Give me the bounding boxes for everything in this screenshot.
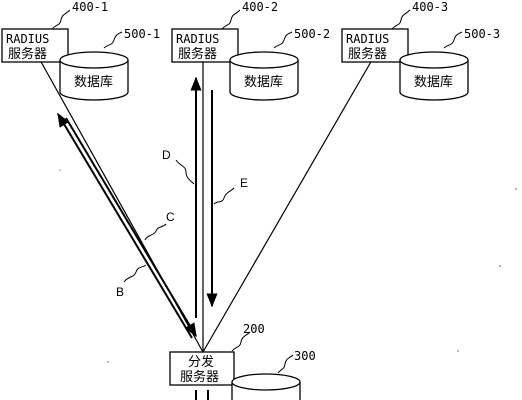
server-subtitle-400-1: 服务器 — [8, 46, 47, 62]
arrow-label-c: C — [166, 210, 175, 224]
dispatcher-title: 分发 — [188, 354, 214, 370]
server-title-400-3: RADIUS — [346, 32, 389, 46]
label-leader-d — [175, 159, 195, 185]
arrow-label-b: B — [116, 285, 124, 299]
dispatcher-ref: 200 — [243, 322, 265, 336]
ref-leader-400-1 — [51, 9, 71, 30]
server-ref-400-1: 400-1 — [72, 0, 108, 14]
ref-leader-500-3 — [443, 31, 463, 49]
ref-leader-500-2 — [273, 31, 293, 49]
db-ref-500-1: 500-1 — [124, 27, 160, 41]
scan-speck — [59, 169, 61, 171]
server-title-400-2: RADIUS — [176, 32, 219, 46]
db-label-500-1: 数据库 — [74, 74, 113, 90]
link-line-400-3 — [202, 59, 373, 353]
database-500-1: 500-1 数据库 — [59, 27, 160, 101]
server-title-400-1: RADIUS — [6, 32, 49, 46]
label-leader-b — [123, 264, 147, 283]
db-cylinder-500-2 — [229, 60, 299, 101]
scan-speck — [499, 265, 501, 267]
database-300: 300 — [231, 349, 316, 400]
arrow-c — [57, 112, 193, 339]
scan-speck — [107, 361, 109, 363]
ref-leader-500-1 — [103, 31, 123, 49]
radius-server-400-1: 400-1 RADIUS 服务器 — [1, 0, 108, 63]
radius-server-400-2: 400-2 RADIUS 服务器 — [171, 0, 278, 63]
ref-leader-400-3 — [391, 9, 411, 30]
arrow-label-d: D — [162, 148, 171, 162]
dispatcher-subtitle: 服务器 — [180, 369, 219, 385]
label-leader-c — [144, 223, 167, 241]
db-ref-500-3: 500-3 — [464, 27, 500, 41]
server-subtitle-400-2: 服务器 — [178, 46, 217, 62]
server-ref-400-2: 400-2 — [242, 0, 278, 14]
ref-leader-400-2 — [221, 9, 241, 30]
arrow-b — [65, 117, 197, 338]
db-ref-300: 300 — [294, 349, 316, 363]
database-500-2: 500-2 数据库 — [229, 27, 330, 101]
ref-leader-200 — [231, 331, 251, 352]
ref-leader-300 — [277, 354, 294, 374]
database-500-3: 500-3 数据库 — [399, 27, 500, 101]
db-label-500-3: 数据库 — [414, 74, 453, 90]
radius-server-400-3: 400-3 RADIUS 服务器 — [341, 0, 448, 63]
db-ref-500-2: 500-2 — [294, 27, 330, 41]
label-leader-e — [213, 187, 235, 205]
scan-speck — [457, 350, 459, 352]
db-cylinder-500-3 — [399, 60, 469, 101]
scan-speck — [515, 188, 517, 190]
db-cylinder-500-1 — [59, 60, 129, 101]
arrow-label-e: E — [240, 176, 248, 190]
db-label-500-2: 数据库 — [244, 74, 283, 90]
dispatch-server-200: 200 分发 服务器 — [169, 322, 265, 386]
server-subtitle-400-3: 服务器 — [348, 46, 387, 62]
server-ref-400-3: 400-3 — [412, 0, 448, 14]
